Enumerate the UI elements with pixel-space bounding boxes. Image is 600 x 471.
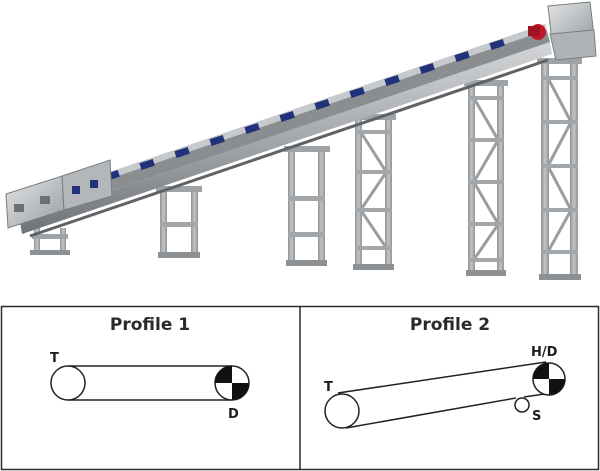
profile-2-belt-top (337, 361, 547, 394)
support-tower-6 (537, 58, 582, 280)
head-drive (528, 1, 597, 61)
profile-2-panel: Profile 2 T H/D S (324, 315, 566, 429)
tail-hopper (5, 159, 113, 229)
profile-1-panel: Profile 1 T D (50, 315, 250, 422)
profile-2-snub-pulley-icon (514, 397, 530, 413)
profile-2-label-head-drive: H/D (531, 345, 558, 360)
support-tower-2 (156, 186, 202, 258)
profile-1-tail-pulley-icon (50, 365, 86, 401)
profile-2-label-snub: S (532, 409, 541, 424)
support-tower-1 (30, 228, 70, 255)
profile-2-head-drive-pulley-icon (532, 362, 566, 396)
idler-row (69, 38, 505, 193)
profile-1-title: Profile 1 (110, 315, 190, 335)
profile-2-label-tail: T (324, 380, 333, 395)
profile-2-tail-pulley-icon (324, 393, 360, 429)
support-tower-5 (464, 80, 508, 276)
conveyor-render (5, 1, 597, 280)
profile-1-label-tail: T (50, 351, 59, 366)
profile-1-drive-pulley-icon (214, 365, 250, 401)
support-tower-4 (351, 114, 396, 270)
profile-2-belt-return (345, 397, 517, 429)
profile-1-label-drive: D (228, 407, 239, 422)
profile-2-title: Profile 2 (410, 315, 490, 335)
support-tower-3 (284, 146, 330, 266)
